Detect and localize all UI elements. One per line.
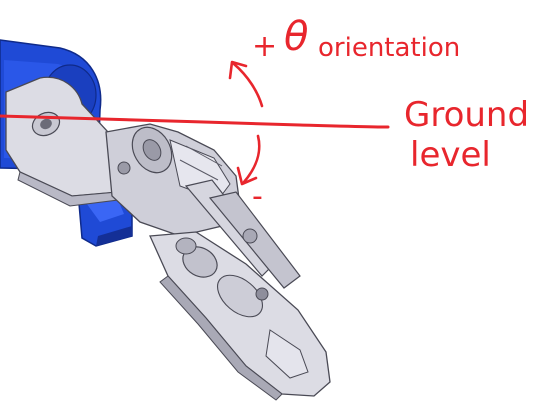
parallel-linkage-bars [184,179,301,289]
annotations-layer: + θ orientation Ground level - [0,14,529,214]
orientation-label: orientation [318,33,460,63]
minus-sign: - [252,179,263,214]
negative-rotation-arrow [236,134,261,186]
ground-level-line [0,114,390,129]
theta-symbol: θ [284,14,308,60]
lower-leg-plate [149,231,331,401]
robot-leg-assembly [0,39,331,401]
ground-label: Ground [404,95,529,135]
plus-sign: + [252,29,277,64]
level-label: level [410,135,491,175]
upper-link-plate [5,76,121,207]
positive-rotation-arrow [228,60,264,108]
